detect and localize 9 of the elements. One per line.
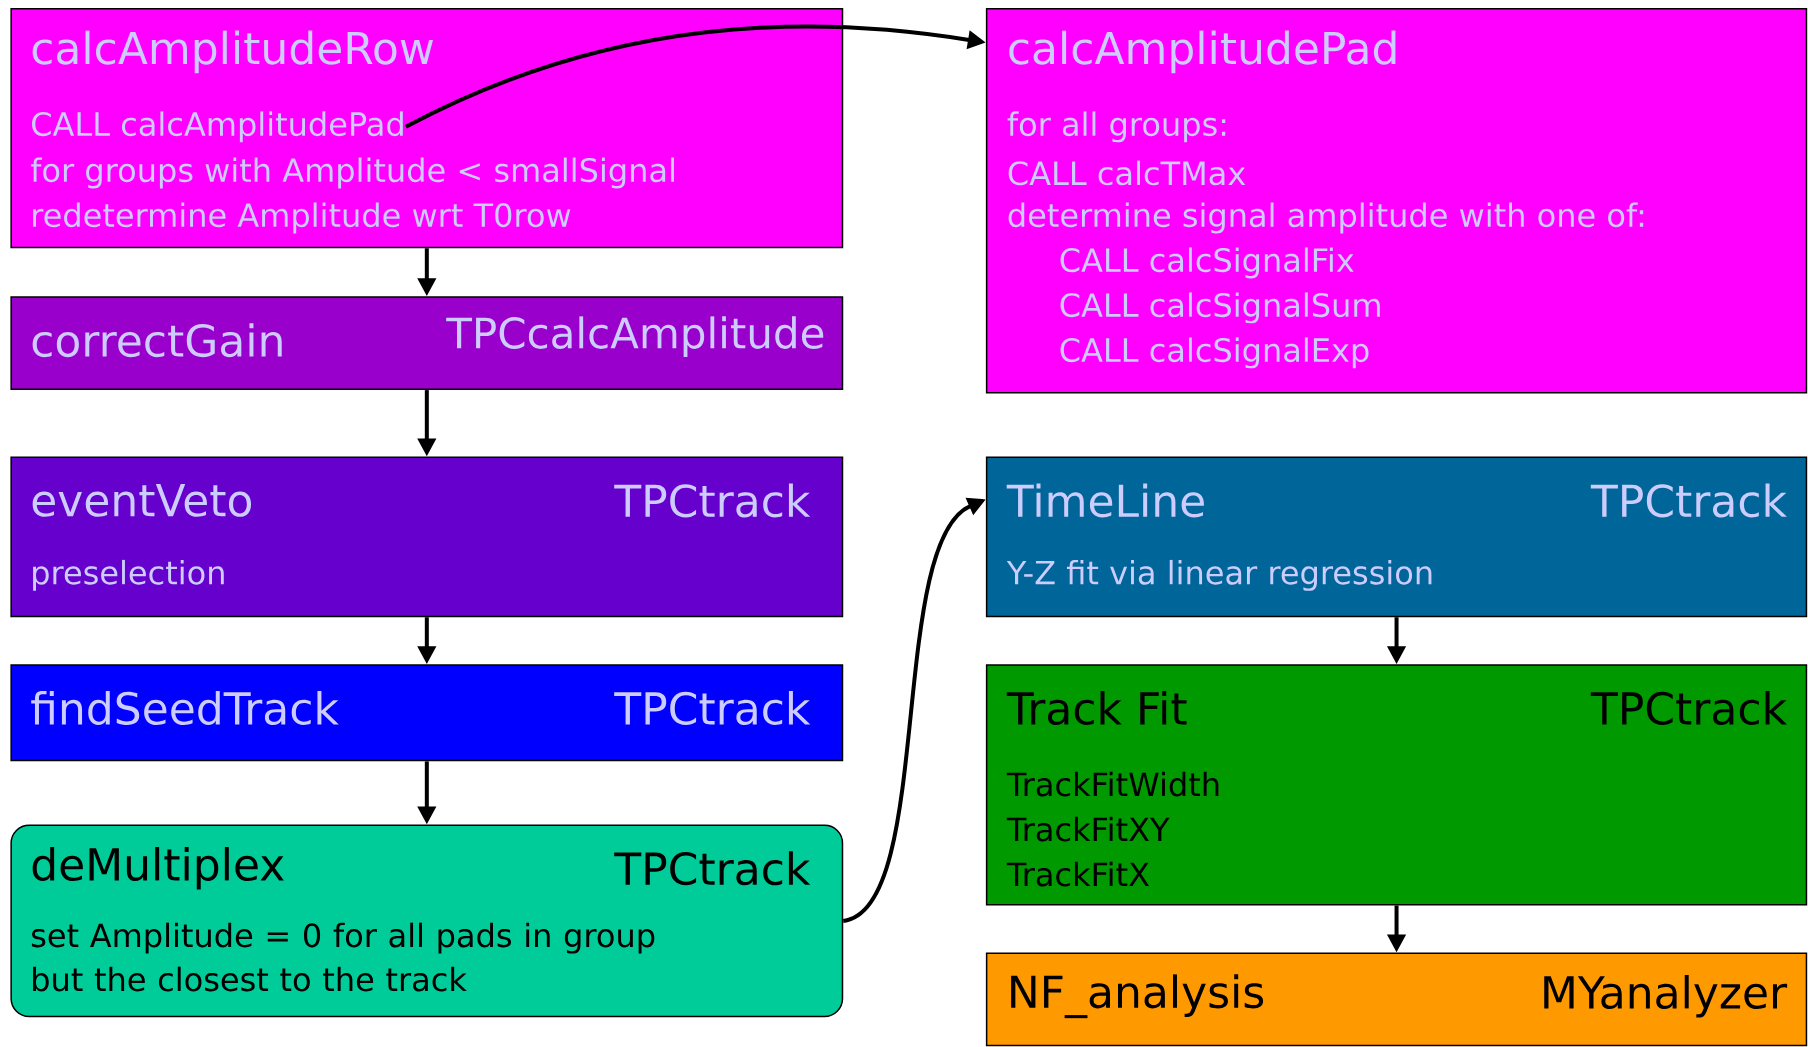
process-box: TimeLine TPCtrack Y-Z fit via linear regression bbox=[985, 456, 1808, 618]
process-box: NF_analysis MYanalyzer bbox=[985, 952, 1808, 1047]
process-box: calcAmplitudePad for all groups: CALL calcTMax determine signal amplitude with one of: CALL calcSignalFix CALL calcSignalSum CALL calcSignalExp bbox=[985, 8, 1808, 394]
process-box: Track Fit TPCtrack TrackFitWidth TrackFitXY TrackFitX bbox=[985, 664, 1808, 906]
process-box: deMultiplex TPCtrack set Amplitude = 0 for all pads in group but the closest to the track bbox=[10, 824, 844, 1018]
process-box: calcAmplitudeRow CALL calcAmplitudePad for groups with Amplitude < smallSignal redetermine Amplitude wrt T0row bbox=[10, 8, 844, 249]
process-box: correctGain TPCcalcAmplitude bbox=[10, 296, 844, 391]
process-box: eventVeto TPCtrack preselection bbox=[10, 456, 844, 618]
process-box: findSeedTrack TPCtrack bbox=[10, 664, 844, 762]
